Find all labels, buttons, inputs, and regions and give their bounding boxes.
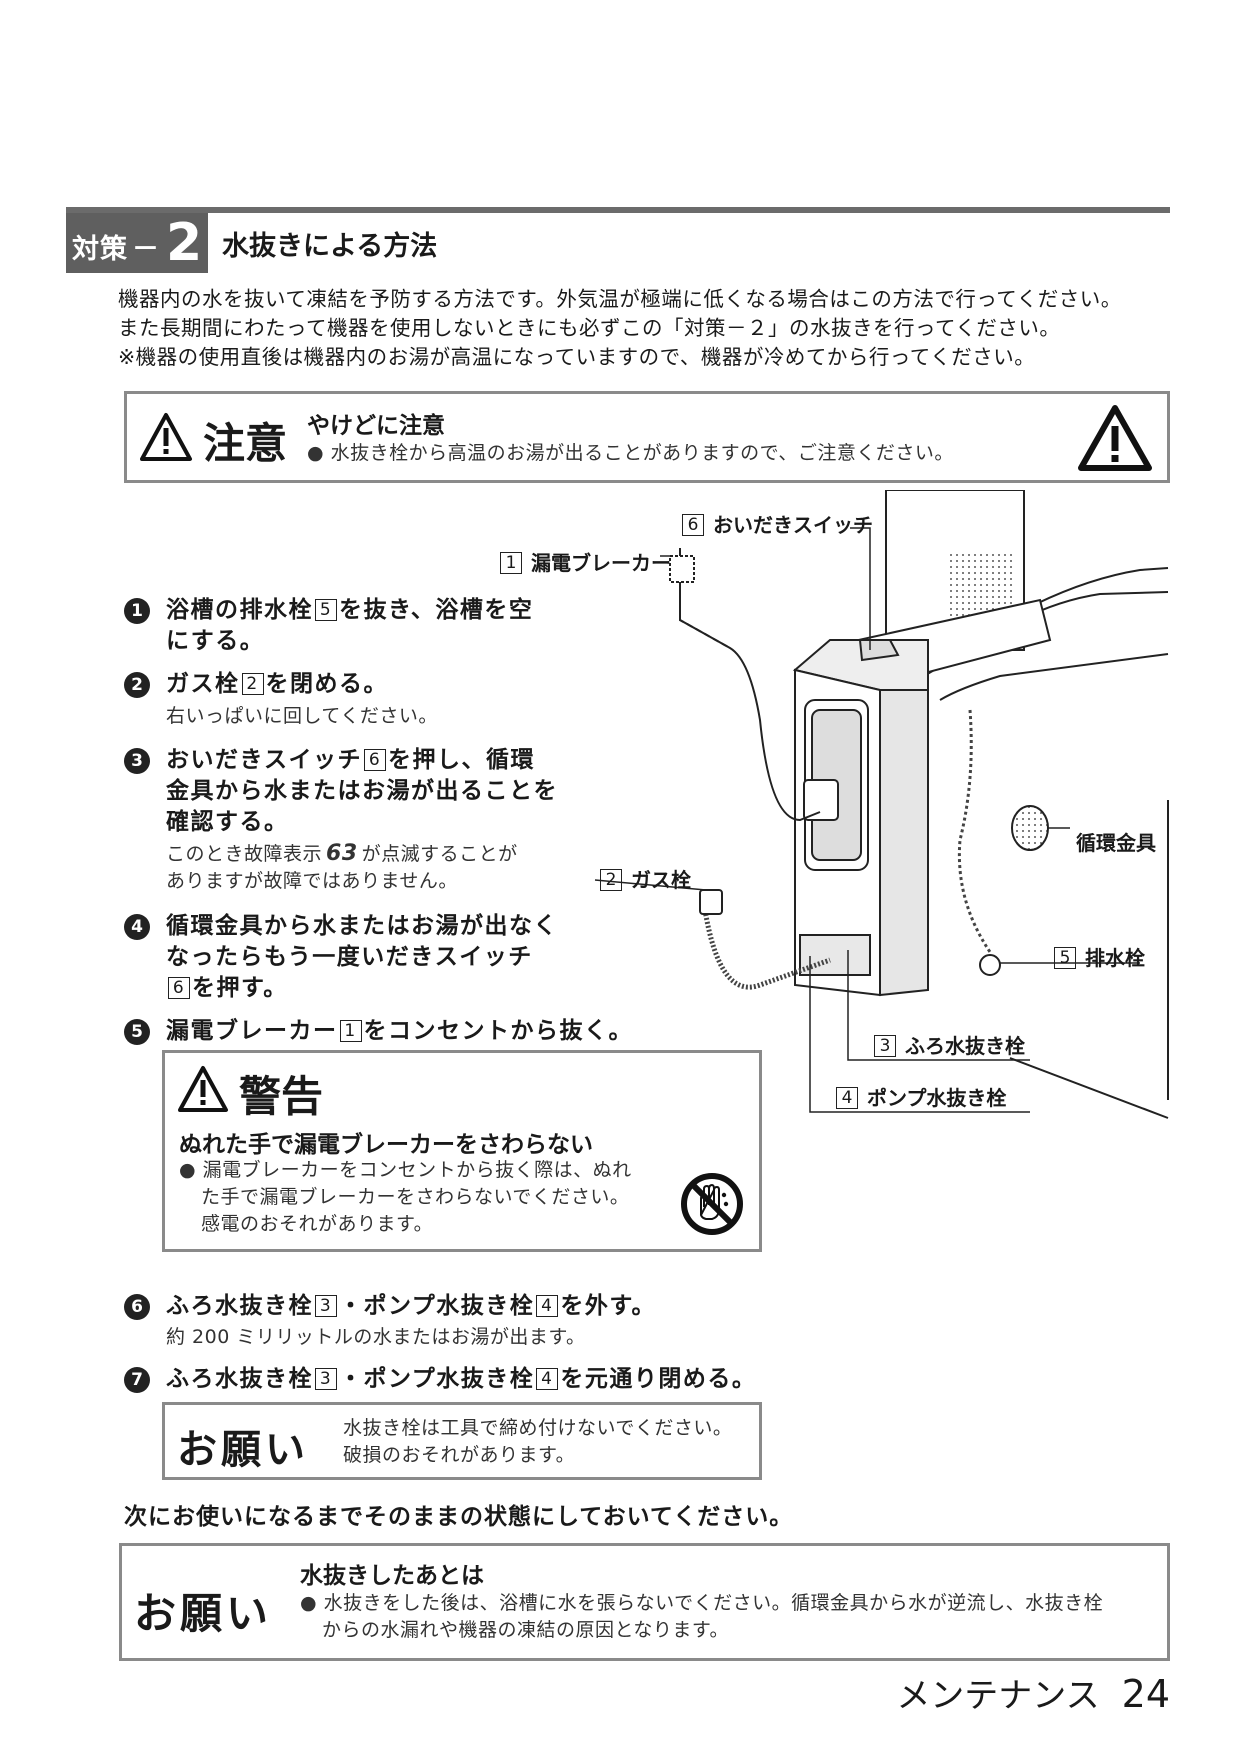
callout-bath-drain-valve: 3 ふろ水抜き栓 xyxy=(872,1030,1025,1059)
warning-triangle-icon xyxy=(178,1066,228,1112)
circulation-fitting xyxy=(1011,805,1049,851)
caution-bullet-text: 水抜き栓から高温のお湯が出ることがありますので、ご注意ください。 xyxy=(330,442,954,464)
caution-label: 注意 xyxy=(203,419,288,468)
callout-drain-plug: 5 排水栓 xyxy=(1052,942,1145,971)
request-box-2: お願い 水抜きしたあとは ● 水抜きをした後は、浴槽に水を張らないでください。循… xyxy=(119,1543,1170,1661)
callout-gas-valve: 2 ガス栓 xyxy=(598,864,691,893)
intro-line: ※機器の使用直後は機器内のお湯が高温になっていますので、機器が冷めてから行ってく… xyxy=(118,345,1036,369)
bullet-icon: ● xyxy=(179,1159,197,1181)
intro-line: また長期間にわたって機器を使用しないときにも必ずこの「対策－２」の水抜きを行って… xyxy=(118,316,1061,340)
request-box: お願い 水抜き栓は工具で締め付けないでください。 破損のおそれがあります。 xyxy=(162,1402,762,1480)
intro-text: 機器内の水を抜いて凍結を予防する方法です。外気温が極端に低くなる場合はこの方法で… xyxy=(118,285,1178,372)
closing-text: 次にお使いになるまでそのままの状態にしておいてください。 xyxy=(124,1504,794,1530)
section-badge-dash: － xyxy=(132,234,160,265)
request-text: 水抜き栓は工具で締め付けないでください。 破損のおそれがあります。 xyxy=(343,1417,733,1466)
gas-valve xyxy=(699,889,723,915)
warning-triangle-icon xyxy=(140,413,192,461)
intro-line: 機器内の水を抜いて凍結を予防する方法です。外気温が極端に低くなる場合はこの方法で… xyxy=(118,287,1122,311)
warning-heading: ぬれた手で漏電ブレーカーをさわらない xyxy=(179,1132,593,1158)
footer-section: メンテナンス xyxy=(896,1676,1100,1716)
request-label: お願い xyxy=(134,1589,273,1638)
heater-unit xyxy=(792,639,929,997)
caution-box: 注意 やけどに注意 ● 水抜き栓から高温のお湯が出ることがありますので、ご注意く… xyxy=(124,391,1170,483)
header-rule xyxy=(66,207,1170,213)
water-heater-diagram xyxy=(594,490,1169,1119)
callout-leakage-breaker: 1 漏電ブレーカー xyxy=(498,547,671,576)
no-wet-hands-icon xyxy=(681,1173,743,1235)
step-number: 3 xyxy=(124,748,150,774)
error-code: 63 xyxy=(326,841,358,866)
step-number: 4 xyxy=(124,914,150,940)
ref-box: 1 xyxy=(339,1020,362,1042)
section-badge-number: 2 xyxy=(166,213,203,273)
warning-label: 警告 xyxy=(239,1072,324,1121)
caution-bullet: ● 水抜き栓から高温のお湯が出ることがありますので、ご注意ください。 xyxy=(307,440,954,467)
ref-box: 4 xyxy=(536,1368,559,1390)
caution-heading: やけどに注意 xyxy=(307,413,445,439)
drain-plug xyxy=(979,954,1001,976)
step-number: 6 xyxy=(124,1294,150,1320)
page-number: 24 xyxy=(1121,1672,1170,1716)
ref-box: 6 xyxy=(168,977,190,999)
callout-pump-drain-valve: 4 ポンプ水抜き栓 xyxy=(834,1082,1006,1111)
step-number: 7 xyxy=(124,1367,150,1393)
ref-box: 2 xyxy=(241,673,264,695)
breaker-plug xyxy=(669,555,695,583)
section-badge: 対策－ 2 xyxy=(66,213,208,273)
request-label: お願い xyxy=(177,1427,309,1473)
step-number: 1 xyxy=(124,598,150,624)
step-6-note: 約 200 ミリリットルの水またはお湯が出ます。 xyxy=(166,1326,586,1348)
ref-box: 5 xyxy=(315,599,337,621)
request-text: ● 水抜きをした後は、浴槽に水を張らないでください。循環金具から水が逆流し、水抜… xyxy=(300,1592,1104,1641)
warning-box: 警告 ぬれた手で漏電ブレーカーをさわらない ● 漏電ブレーカーをコンセントから抜… xyxy=(162,1050,762,1252)
ref-box: 3 xyxy=(315,1368,337,1390)
section-badge-label: 対策 xyxy=(72,234,128,265)
step-number: 5 xyxy=(124,1019,150,1045)
ref-box: 6 xyxy=(364,749,386,771)
ref-box: 3 xyxy=(315,1295,337,1317)
request-heading: 水抜きしたあとは xyxy=(300,1563,484,1589)
step-number: 2 xyxy=(124,672,150,698)
step-2-note: 右いっぱいに回してください。 xyxy=(166,705,438,727)
callout-circulation-fitting: 循環金具 xyxy=(1076,831,1156,855)
bullet-icon: ● xyxy=(300,1592,318,1614)
warning-text: ● 漏電ブレーカーをコンセントから抜く際は、ぬれ た手で漏電ブレーカーをさわらな… xyxy=(179,1159,632,1235)
page-footer: メンテナンス 24 xyxy=(896,1668,1170,1717)
bullet-icon: ● xyxy=(307,442,325,464)
callout-oidaki-switch: 6 おいだきスイッチ xyxy=(680,509,873,538)
section-title: 水抜きによる方法 xyxy=(222,231,438,262)
warning-triangle-icon xyxy=(1078,405,1152,471)
ref-box: 4 xyxy=(536,1295,559,1317)
